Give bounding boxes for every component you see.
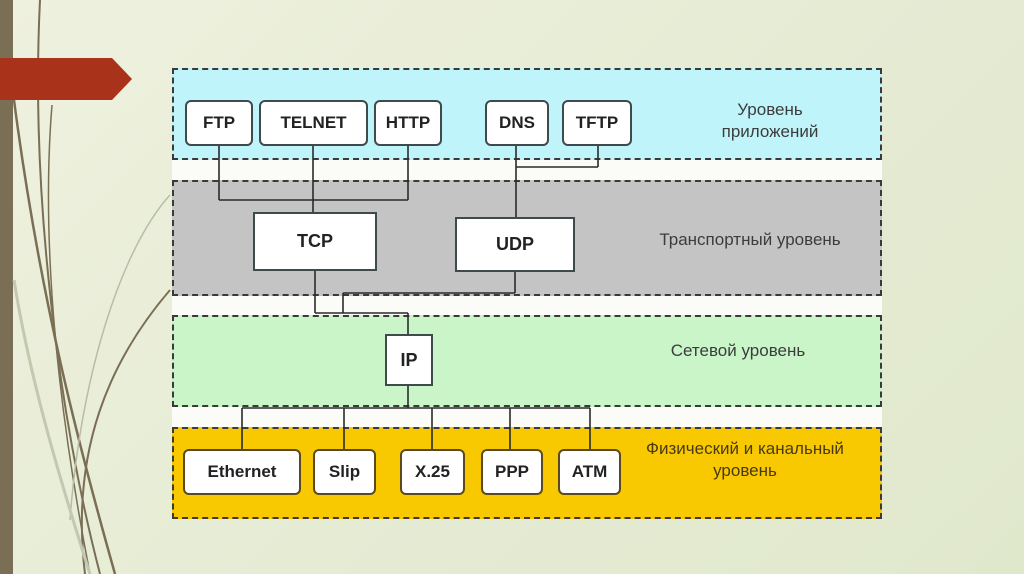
protocol-ppp: PPP (481, 449, 543, 495)
application-layer-label-line2: приложений (721, 122, 819, 141)
layer-gap (172, 294, 882, 316)
title-arrow-shape (0, 58, 132, 100)
layer-gap (172, 158, 882, 182)
protocol-http: HTTP (374, 100, 442, 146)
application-layer-label-line1: Уровень (737, 100, 803, 119)
protocol-dns: DNS (485, 100, 549, 146)
protocol-tftp: TFTP (562, 100, 632, 146)
protocol-telnet: TELNET (259, 100, 368, 146)
protocol-ip: IP (385, 334, 433, 386)
slide-sidebar-bar (0, 0, 13, 574)
network-layer-label: Сетевой уровень (670, 341, 806, 360)
application-layer-label: Уровень приложений (690, 99, 850, 143)
protocol-tcp: TCP (253, 212, 377, 271)
protocol-atm: ATM (558, 449, 621, 495)
physical-layer-label-line2: уровень (713, 461, 777, 480)
network-layer (172, 315, 882, 407)
protocol-udp: UDP (455, 217, 575, 272)
physical-layer-label-line1: Физический и канальный (646, 439, 844, 458)
protocol-slip: Slip (313, 449, 376, 495)
protocol-ftp: FTP (185, 100, 253, 146)
physical-layer-label: Физический и канальный уровень (625, 438, 865, 482)
protocol-x25: X.25 (400, 449, 465, 495)
protocol-ethernet: Ethernet (183, 449, 301, 495)
transport-layer-label: Транспортный уровень (659, 230, 841, 249)
